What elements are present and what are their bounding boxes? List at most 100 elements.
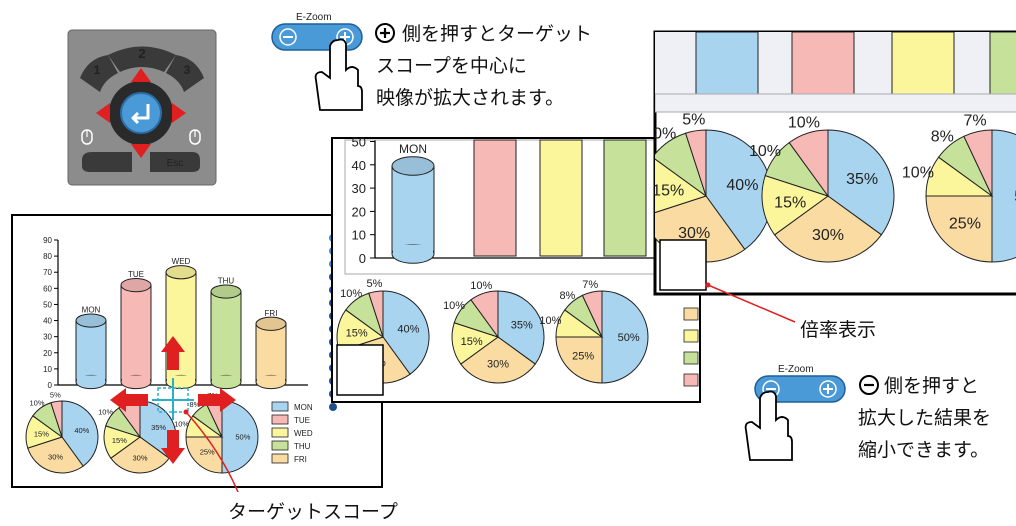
remote-button-right[interactable] — [166, 55, 204, 92]
remote-button-right-label: 3 — [184, 63, 191, 77]
bar-label: FRI — [265, 309, 278, 318]
y-tick-label: 30 — [352, 181, 366, 196]
pie-label: 8% — [931, 129, 954, 146]
ezoom-minus-label: E-Zoom — [778, 364, 814, 375]
bar-tue — [120, 278, 152, 390]
ezoom-minus-group: E-Zoom 側を押すと 拡大した結果を 縮小できます。 — [744, 364, 991, 461]
remote-control: 2 1 3 Esc — [67, 29, 217, 186]
y-tick-label: 0 — [359, 251, 366, 266]
y-tick-label: 10 — [352, 228, 366, 243]
pie-slice — [368, 290, 384, 338]
arrow-right-icon — [172, 103, 186, 123]
legend-swatch — [271, 440, 289, 451]
mouse-left-icon — [81, 129, 93, 145]
scope-arrow-up-icon — [161, 336, 185, 370]
pie-1: 40%30%15%10%5% — [25, 391, 99, 474]
zoom-indicator-box-mid — [336, 344, 384, 396]
target-scope-label: ターゲットスコープ — [228, 501, 398, 523]
legend-label: FRI — [294, 455, 307, 464]
y-tick-label: 30 — [43, 333, 52, 342]
pie-label: 15% — [112, 436, 127, 445]
bar-mon-large — [695, 32, 759, 95]
pie-label: 50% — [618, 332, 640, 344]
arrow-up-icon — [131, 68, 151, 82]
pie-label: 35% — [511, 320, 533, 332]
ezoom-minus-caption-1: 側を押すと — [884, 375, 979, 397]
ezoom-plus-label: E-Zoom — [296, 12, 332, 23]
remote-button-left[interactable] — [80, 55, 118, 92]
pie-label: 50% — [1014, 189, 1016, 206]
zoom-minus-icon — [279, 28, 297, 46]
remote-button-esc-label: Esc — [167, 158, 184, 169]
pie-3-zoomed: 50%25%10%8%7% — [539, 279, 649, 384]
pie-label: 10% — [340, 288, 362, 300]
pie-label: 25% — [200, 447, 215, 456]
pie-label: 35% — [846, 171, 878, 188]
y-tick-label: 10 — [43, 365, 52, 374]
hand-pointer-icon-2 — [744, 390, 793, 461]
pie-label: 10% — [174, 419, 189, 428]
pie-label: 40% — [726, 177, 758, 194]
zoom-indicator-box-large — [659, 239, 707, 291]
pie-slice — [61, 400, 99, 467]
bar-thu-zoomed — [603, 139, 647, 257]
mid-legend — [683, 307, 699, 387]
pie-label: 15% — [461, 336, 483, 348]
pie-label: 30% — [812, 227, 844, 244]
pie-slice — [991, 129, 1016, 263]
y-tick-label: 90 — [43, 236, 52, 245]
pie-slice — [555, 336, 603, 384]
remote-button-left-lower[interactable] — [82, 152, 132, 172]
bar-label: MON — [82, 306, 101, 315]
zoom-plus-icon-2 — [819, 380, 837, 398]
bar-label: MON — [399, 142, 427, 156]
pie-label: 10% — [788, 115, 820, 132]
pie-label: 25% — [949, 216, 981, 233]
pie-label: 40% — [74, 426, 89, 435]
y-tick-label: 40 — [352, 158, 366, 173]
pie-label: 30% — [48, 452, 63, 461]
arrow-left-icon — [96, 103, 110, 123]
pie-label: 10% — [539, 315, 561, 327]
pie-label: 10% — [98, 408, 113, 417]
pie-label: 15% — [774, 195, 806, 212]
pie-label: 30% — [678, 225, 710, 242]
remote-button-up[interactable] — [108, 46, 176, 73]
remote-button-esc[interactable] — [150, 152, 200, 172]
pie-3-large: 50%25%10%8%7% — [902, 113, 1016, 263]
pie-label: 10% — [30, 398, 45, 407]
small-pie-charts: 40%30%15%10%5%35%30%15%10%10%50%25%10%8%… — [25, 391, 259, 474]
pie-slice — [382, 290, 430, 375]
pie-slice — [110, 436, 170, 474]
pie-slice — [601, 290, 649, 384]
bar-tue-zoomed — [473, 139, 517, 257]
bar-thu — [210, 284, 242, 390]
pie-label: 7% — [963, 113, 986, 130]
pie-slice — [963, 129, 993, 197]
pie-label: 8% — [190, 400, 201, 409]
pie-slice — [581, 290, 603, 338]
y-tick-label: 80 — [43, 252, 52, 261]
pie-label: 8% — [559, 290, 575, 302]
remote-button-up-label: 2 — [138, 46, 145, 61]
pie-label: 30% — [487, 359, 509, 371]
y-tick-label: 20 — [352, 204, 366, 219]
minus-circle-icon — [859, 375, 879, 395]
target-scope — [110, 336, 236, 464]
callout-zoom-indicator: 倍率表示 — [705, 282, 876, 341]
bar-wed-zoomed — [539, 139, 583, 257]
pie-slice — [788, 129, 829, 198]
ezoom-minus-caption-3: 縮小できます。 — [858, 439, 989, 461]
pie-label: 35% — [151, 423, 166, 432]
page-dot — [329, 403, 337, 411]
pie-label: 15% — [652, 183, 684, 200]
bar-tue-large — [791, 32, 855, 95]
pie-2-large: 35%30%15%10%10% — [749, 115, 895, 263]
remote-enter-button[interactable] — [120, 92, 162, 134]
callout-target-scope: ターゲットスコープ — [183, 409, 398, 523]
enter-icon — [131, 104, 150, 125]
pie-label: 7% — [582, 279, 598, 291]
legend-label: WED — [294, 429, 313, 438]
pie-label: 5% — [50, 391, 61, 400]
